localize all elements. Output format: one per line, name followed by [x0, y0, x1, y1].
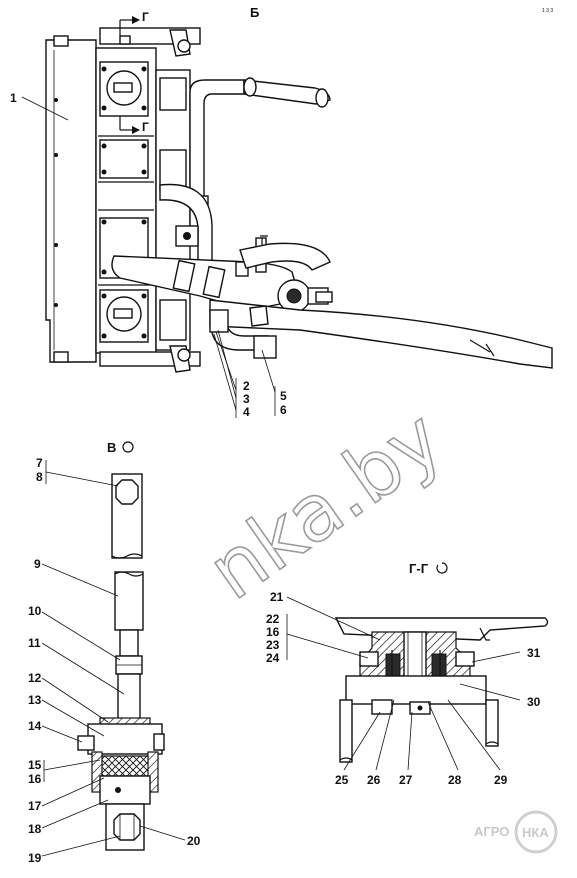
callout-17: 17	[28, 799, 42, 813]
rod-shank	[119, 629, 139, 657]
callout-18: 18	[28, 822, 42, 836]
callout-23: 23	[266, 638, 280, 652]
callout-16-section: 16	[266, 625, 280, 639]
pivot-pin-left	[77, 735, 95, 751]
callout-3: 3	[243, 392, 250, 406]
callout-9: 9	[34, 557, 41, 571]
view-b-title: Б	[250, 5, 259, 20]
callout-28: 28	[448, 773, 462, 787]
callout-15: 15	[28, 758, 42, 772]
callout-13: 13	[28, 693, 42, 707]
view-v-title: В	[107, 440, 116, 455]
left-nut	[359, 651, 379, 667]
right-leg	[485, 699, 499, 747]
lower-rod	[114, 571, 144, 631]
right-nut	[455, 651, 475, 667]
callout-labels: 1 2 3 4 5 6 7 8 9 10 11 12 13 14 15 16 1…	[10, 91, 541, 865]
callout-16: 16	[28, 772, 42, 786]
leader-lines	[21, 96, 521, 857]
callout-26: 26	[367, 773, 381, 787]
callout-30: 30	[527, 695, 541, 709]
view-v-assembly	[77, 473, 165, 851]
callout-5: 5	[280, 389, 287, 403]
callout-14: 14	[28, 719, 42, 733]
callout-31: 31	[527, 646, 541, 660]
lower-hose-long	[209, 299, 553, 369]
lower-bolt	[113, 813, 141, 841]
upper-bolt	[115, 479, 139, 505]
callout-12: 12	[28, 671, 42, 685]
upper-hose-pipe	[189, 79, 245, 231]
callout-22: 22	[266, 612, 280, 626]
corner-note: 1 3 3	[542, 8, 553, 14]
section-g-title: Г-Г	[409, 561, 429, 576]
section-mark-mid: Г	[142, 120, 149, 134]
callout-21: 21	[270, 590, 284, 604]
callout-27: 27	[399, 773, 413, 787]
callout-4: 4	[243, 405, 250, 419]
upper-return-hose	[239, 242, 331, 271]
pivot-housing	[87, 723, 163, 755]
callout-7: 7	[36, 456, 43, 470]
callout-6: 6	[280, 403, 287, 417]
callout-19: 19	[28, 851, 42, 865]
callout-10: 10	[28, 604, 42, 618]
lower-housing	[99, 775, 151, 805]
view-titles: Б 1 3 3 Г Г В Г-Г	[107, 5, 553, 576]
logo-left-text: АГРО	[474, 824, 509, 839]
lower-bearing	[99, 755, 151, 777]
callout-20: 20	[187, 834, 201, 848]
callout-2: 2	[243, 379, 250, 393]
logo-right-text: НКА	[522, 825, 549, 840]
section-mark-top: Г	[142, 10, 149, 24]
base-frame	[345, 675, 487, 705]
watermark-text: nka.by	[193, 394, 459, 618]
lower-left-nut	[371, 699, 393, 715]
agronka-logo: АГРО НКА	[474, 810, 558, 854]
threaded-sleeve	[117, 673, 141, 721]
callout-8: 8	[36, 470, 43, 484]
left-leg	[339, 699, 353, 763]
callout-24: 24	[266, 651, 280, 665]
side-panel	[45, 39, 97, 363]
section-g-assembly	[334, 617, 549, 763]
middle-flange	[99, 139, 149, 179]
callout-1: 1	[10, 91, 17, 105]
view-b-assembly	[45, 16, 553, 373]
callout-11: 11	[28, 636, 41, 650]
pivot-pin-right	[153, 733, 165, 751]
section-rotation-icon	[436, 562, 448, 574]
logo-circle-icon	[514, 810, 558, 854]
callout-25: 25	[335, 773, 349, 787]
callout-29: 29	[494, 773, 508, 787]
view-v-rotation-icon	[122, 441, 134, 453]
